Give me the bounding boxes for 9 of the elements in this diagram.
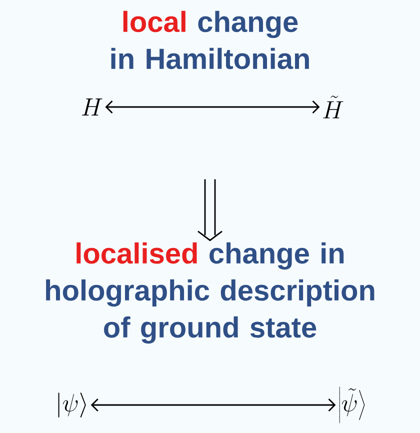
math-symbol: $H$ [82,98,102,116]
math-symbol: $\left|\tilde{\psi}\right\rangle$ [339,386,365,424]
heading-text: localised change in holographic description of ground state [46,242,374,344]
heading-text: local change in Hamiltonian [111,10,309,70]
arrow [90,398,336,412]
arrow [198,178,222,242]
math-symbol: $\left|\psi\right\rangle$ [58,392,86,418]
math-symbol: $\tilde{H}$ [323,96,344,118]
arrow [105,100,320,114]
